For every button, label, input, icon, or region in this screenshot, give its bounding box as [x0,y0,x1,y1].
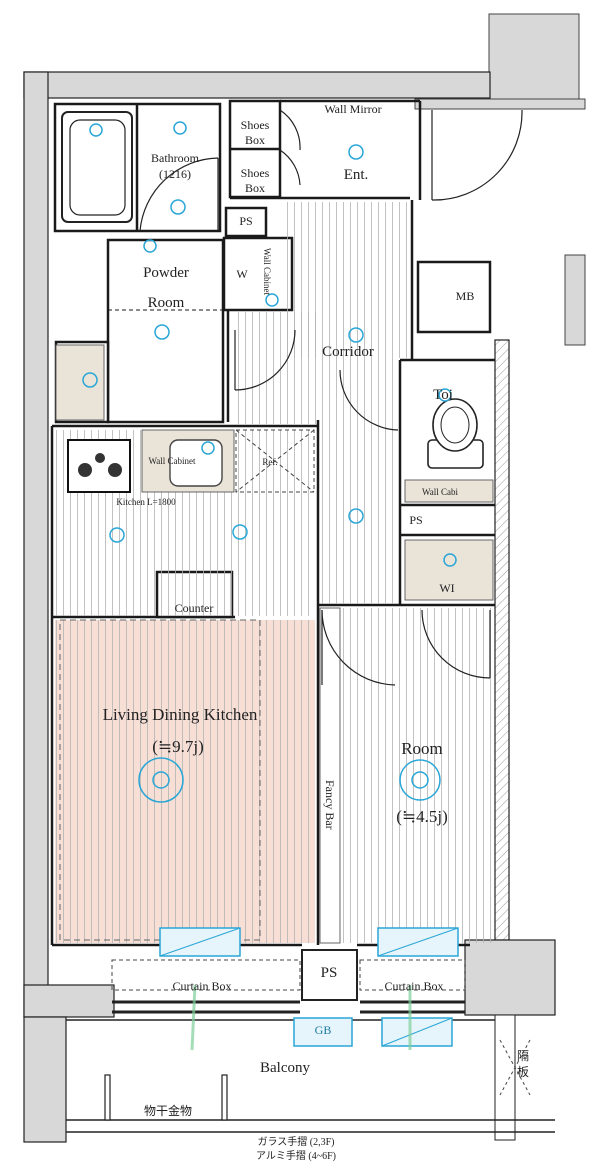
kitchen-sink [169,439,223,487]
label-fancy-bar: Fancy Bar [323,780,337,830]
curtain-boxes [111,959,466,991]
label-toilet: Toi [433,387,453,403]
label-wall-mirror: Wall Mirror [324,102,382,116]
bathtub [61,111,133,223]
label-ref: Ref. [262,457,278,467]
air-conditioners [159,927,459,957]
label-ps-mid: PS [409,513,423,527]
label-gb: GB [314,1023,332,1037]
label-railing-2: アルミ手摺 (4~6F) [255,1151,337,1162]
outer-walls [23,13,586,1143]
label-wall-cabinet-kitchen: Wall Cabinet [148,456,196,466]
label-room-size: (≒4.5j) [396,807,448,826]
label-curtain-box-1: Curtain Box [172,979,232,993]
wet-areas [55,344,494,601]
label-wic: WI [439,581,455,595]
label-washer: W [236,267,248,281]
label-powder-room-2: Room [147,295,185,311]
doors [112,109,523,1014]
label-ldk: Living Dining Kitchen [102,705,258,724]
label-railing-1: ガラス手摺 (2,3F) [257,1137,335,1148]
label-bathroom-size: (1216) [159,167,191,181]
label-wall-cabinet-powder: Wall Cabinet [262,248,272,296]
label-corridor: Corridor [322,344,374,360]
stove [67,439,131,493]
label-shoes-box-2: Shoes Box [240,166,270,195]
label-kitchen-length: Kitchen L=1800 [116,497,176,507]
flooring [55,202,493,944]
label-drying-rack: 物干金物 [143,1104,193,1118]
toilet-fixture [427,398,484,469]
light-fixtures [82,121,457,803]
label-counter: Counter [174,601,214,615]
balcony-area [66,1017,555,1133]
label-mb: MB [455,289,475,303]
label-shoes-box-1: Shoes Box [240,118,270,147]
label-balcony: Balcony [260,1060,310,1076]
label-ps-top: PS [239,214,253,228]
label-entrance: Ent. [343,167,369,183]
access-arrows [190,984,412,1051]
label-room: Room [401,739,443,758]
label-powder-room-1: Powder [143,265,189,281]
label-partition: 隔 板 [516,1049,530,1079]
label-wall-cabinet-toilet: Wall Cabi [421,487,459,497]
label-bathroom: Bathroom [151,151,199,165]
refrigerator-space [235,429,315,493]
label-ldk-size: (≒9.7j) [152,737,204,756]
label-ps-bottom: PS [320,965,338,981]
label-curtain-box-2: Curtain Box [384,979,444,993]
